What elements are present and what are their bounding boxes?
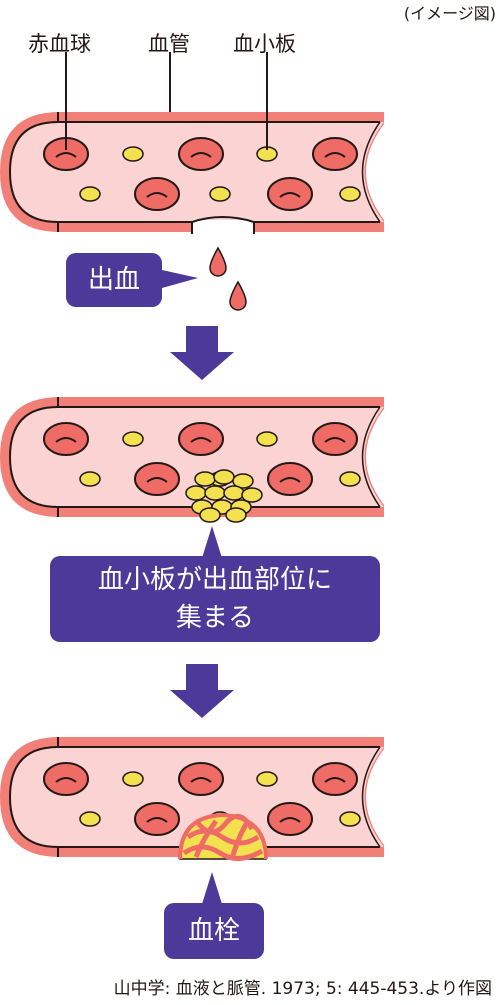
down-arrow-2-icon — [170, 664, 234, 718]
vessel-panel-3 — [0, 736, 385, 861]
callout-pointer-3 — [202, 872, 222, 904]
note-image-diagram: (イメージ図) — [403, 4, 496, 23]
vessel-panel-2 — [0, 396, 385, 523]
label-leaders — [65, 52, 268, 150]
callout-platelet-line-1: 血小板が出血部位に — [97, 565, 332, 595]
source-caption: 山中学: 血液と脈管. 1973; 5: 445-453.より作図 — [113, 979, 492, 999]
callout-platelet-line-2: 集まる — [175, 603, 254, 633]
vessel-panel-1 — [0, 111, 385, 234]
label-red-blood-cell: 赤血球 — [28, 32, 91, 56]
callout-bleeding-text: 出血 — [87, 265, 140, 295]
blood-drop-icon — [209, 246, 247, 311]
callout-pointer-1 — [162, 270, 198, 288]
callout-platelet-gathering: 血小板が出血部位に 集まる — [50, 556, 380, 642]
callout-thrombus-text: 血栓 — [187, 916, 240, 946]
label-blood-vessel: 血管 — [148, 32, 190, 56]
down-arrow-1-icon — [170, 326, 234, 380]
callout-bleeding: 出血 — [66, 253, 162, 307]
callout-pointer-2 — [202, 526, 222, 558]
callout-thrombus: 血栓 — [164, 903, 264, 959]
label-platelet: 血小板 — [233, 32, 296, 56]
thrombus — [178, 812, 268, 861]
